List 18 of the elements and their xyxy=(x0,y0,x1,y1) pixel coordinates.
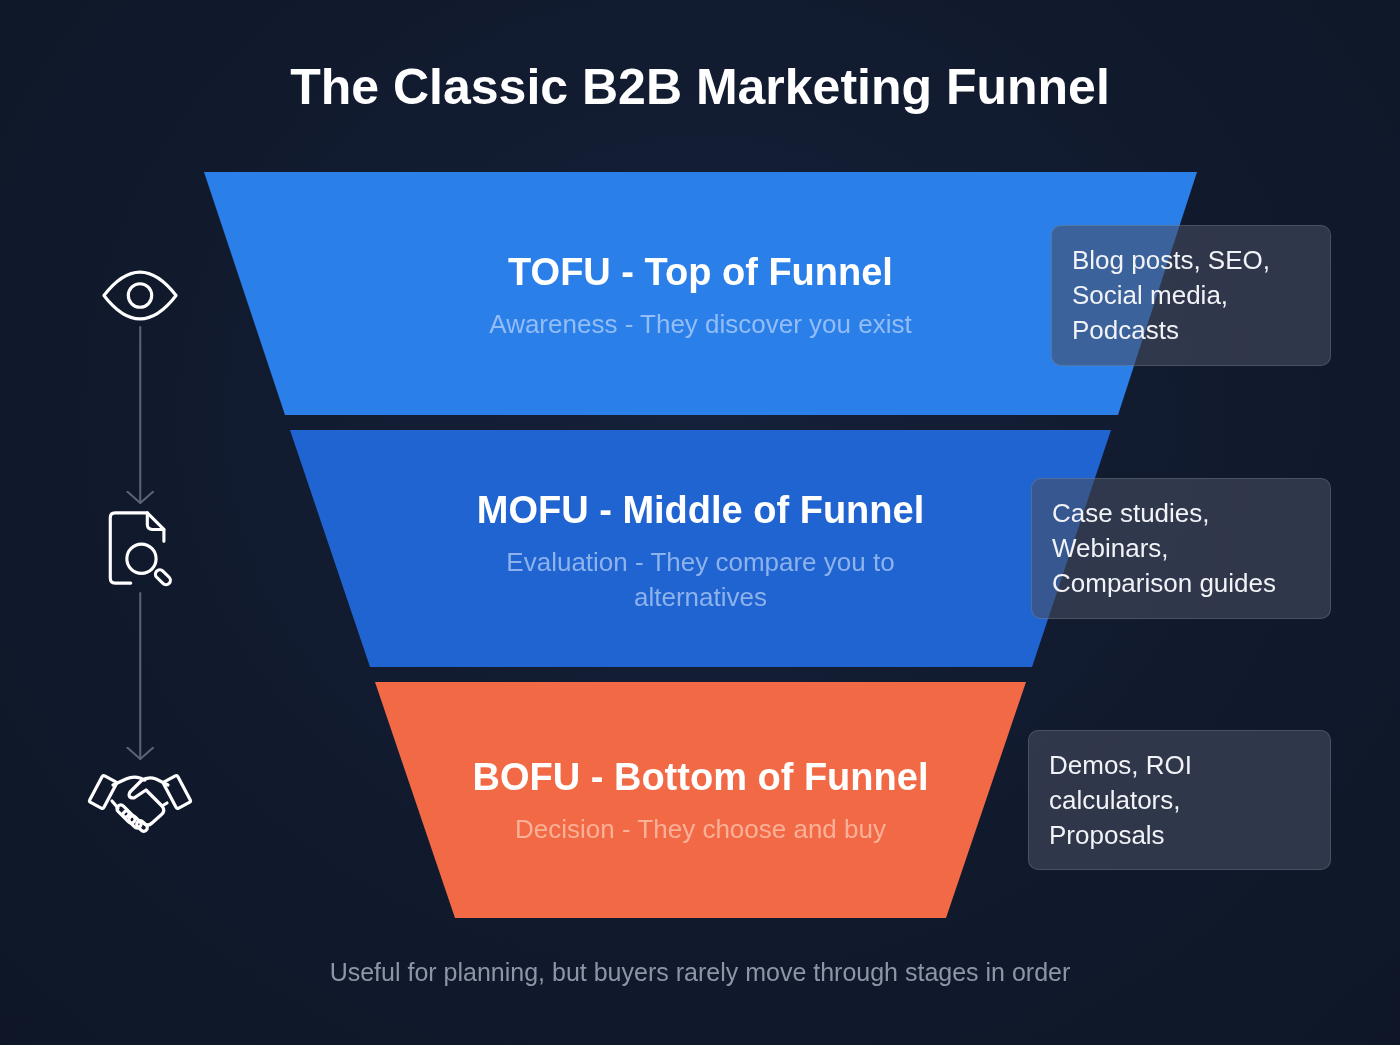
arrow xyxy=(126,592,155,760)
stage-description: Awareness - They discover you exist xyxy=(489,308,912,341)
content-card xyxy=(1028,730,1331,870)
arrow xyxy=(126,326,155,504)
content-card xyxy=(1051,225,1331,366)
title: The Classic B2B Marketing Funnel xyxy=(290,58,1110,117)
stage-description: Evaluation - They compare you to alternatives xyxy=(505,546,896,614)
stage-title: TOFU - Top of Funnel xyxy=(508,250,893,295)
content-card xyxy=(1031,478,1331,619)
stage-title: MOFU - Middle of Funnel xyxy=(476,488,925,533)
stage-title: BOFU - Bottom of Funnel xyxy=(472,755,929,800)
document-search-icon xyxy=(106,509,175,587)
channel-list: Blog posts, SEO, Social media, Podcasts xyxy=(1072,243,1312,348)
eye-icon xyxy=(101,270,179,321)
caption: Useful for planning, but buyers rarely move through stages in order xyxy=(329,957,1071,988)
stage-description: Decision - They choose and buy xyxy=(515,813,886,846)
channel-list: Case studies, Webinars, Comparison guides xyxy=(1052,496,1314,601)
channel-list: Demos, ROI calculators, Proposals xyxy=(1049,747,1249,853)
